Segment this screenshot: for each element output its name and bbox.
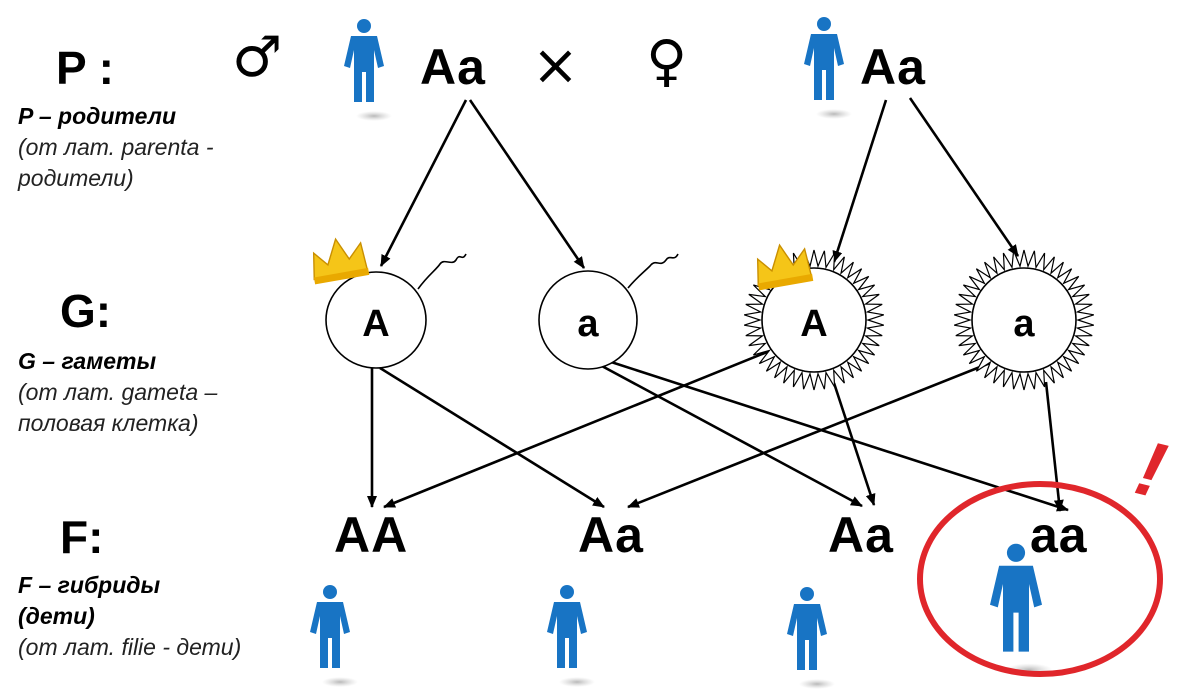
arrow-p-male-to-gamete-A xyxy=(379,99,468,267)
gamete-allele-label: A xyxy=(800,303,827,345)
offspring-genotype-2: Aa xyxy=(578,507,644,563)
crown-icon xyxy=(756,243,814,291)
arrow-a-to-Aa2 xyxy=(599,363,863,508)
cross-symbol: × xyxy=(532,33,579,98)
gamete-allele-label: a xyxy=(577,303,599,345)
person-icon-offspring-1 xyxy=(310,585,358,687)
gamete-egg-a: a xyxy=(954,249,1094,391)
person-icon-offspring-3 xyxy=(787,587,835,689)
row-desc-gametes-line: половая клетка) xyxy=(18,410,199,436)
person-icon-offspring-2 xyxy=(547,585,595,687)
row-desc-offspring-title: (дети) xyxy=(18,603,95,629)
arrow-egg-a-to-Aa1 xyxy=(627,361,991,509)
arrow-egg-A-to-AA xyxy=(383,348,773,509)
row-label-gametes: G: xyxy=(60,285,112,337)
row-desc-gametes-title: G – гаметы xyxy=(18,348,157,374)
offspring-genotype-1: AA xyxy=(334,507,409,563)
row-desc-parents-line: родители) xyxy=(18,165,134,191)
gamete-allele-label: A xyxy=(362,303,389,345)
row-desc-gametes-line: (от лат. gameta – xyxy=(18,379,218,405)
female-symbol-icon: ♀ xyxy=(646,29,688,94)
arrow-p-male-to-gamete-a xyxy=(468,99,586,269)
row-desc-offspring-title: F – гибриды xyxy=(18,572,161,598)
row-desc-offspring: F – гибриды (дети) (от лат. filie - дети… xyxy=(18,570,241,663)
male-symbol-icon: ♂ xyxy=(232,25,283,90)
gamete-allele-label: a xyxy=(1013,303,1035,345)
arrow-egg-A-to-Aa2 xyxy=(832,382,876,506)
arrow-p-female-to-egg-A xyxy=(832,99,888,263)
row-desc-gametes: G – гаметы (от лат. gameta – половая кле… xyxy=(18,346,217,439)
gamete-sperm-a: a xyxy=(538,253,679,370)
crown-icon xyxy=(312,237,370,285)
row-label-parents: P : xyxy=(56,42,114,94)
person-icon-father xyxy=(344,19,392,121)
offspring-genotype-3: Aa xyxy=(828,507,894,563)
person-icon-offspring-4 xyxy=(990,543,1053,677)
row-desc-offspring-line: (от лат. filie - дети) xyxy=(18,634,242,660)
row-desc-parents-title: P – родители xyxy=(18,103,177,129)
row-label-offspring: F: xyxy=(60,511,104,563)
offspring-genotype-4: aa xyxy=(1030,507,1088,563)
gamete-sperm-A: A xyxy=(325,253,467,369)
person-icon-mother xyxy=(804,17,852,119)
arrow-A-to-Aa1 xyxy=(379,366,605,509)
arrow-p-female-to-egg-a xyxy=(908,97,1020,257)
highlight-circle xyxy=(917,481,1163,677)
father-genotype: Aa xyxy=(420,39,486,95)
row-desc-parents: P – родители (от лат. parenta - родители… xyxy=(18,101,214,194)
mother-genotype: Aa xyxy=(860,39,926,95)
arrow-egg-a-to-aa xyxy=(1044,381,1064,512)
row-desc-parents-line: (от лат. parenta - xyxy=(18,134,214,160)
